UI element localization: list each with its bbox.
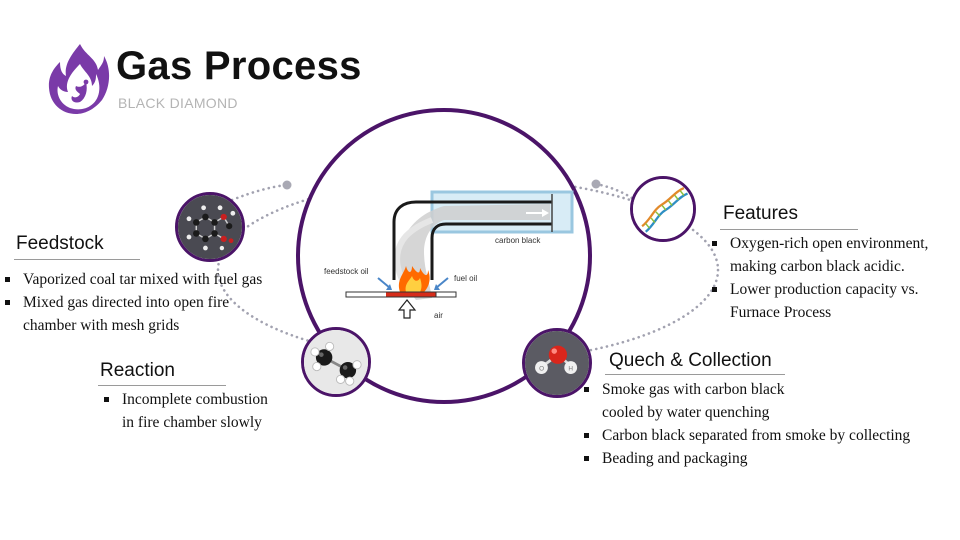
quench-bullet: Smoke gas with carbon black: [582, 378, 910, 401]
dotted-connector-feedstock: [230, 183, 288, 202]
fuel-oil-label: fuel oil: [454, 274, 477, 283]
feedstock-heading-rule: [14, 259, 140, 260]
connector-dot-left: [282, 180, 292, 190]
quench-list: Smoke gas with carbon black cooled by wa…: [582, 378, 910, 470]
features-bullet: Oxygen-rich open environment,: [710, 232, 928, 255]
reaction-heading-rule: [98, 385, 226, 386]
process-diagram-circle: [296, 108, 592, 404]
feedstock-oil-label: feedstock oil: [324, 267, 369, 276]
features-heading-rule: [720, 229, 858, 230]
coal-tar-molecule-icon: [178, 195, 242, 259]
features-bullet-continuation: making carbon black acidic.: [730, 258, 905, 275]
features-list: Oxygen-rich open environment, making car…: [710, 232, 928, 324]
feedstock-bullet-continuation: chamber with mesh grids: [23, 317, 180, 334]
quench-heading: Quech & Collection: [609, 350, 772, 371]
features-heading: Features: [723, 203, 798, 224]
features-bullet: Lower production capacity vs.: [710, 278, 928, 301]
quench-bullet: Carbon black separated from smoke by col…: [582, 424, 910, 447]
reaction-molecule-node: [301, 327, 371, 397]
dna-helix-icon: [633, 179, 693, 239]
feedstock-molecule-node: [175, 192, 245, 262]
dotted-orbit-path: [216, 176, 720, 364]
svg-text:H: H: [568, 365, 573, 372]
burner-diagram: carbon black feedstock oil fuel oil air: [324, 190, 574, 320]
feedstock-heading: Feedstock: [16, 233, 104, 254]
reaction-list: Incomplete combustion in fire chamber sl…: [102, 388, 268, 434]
feedstock-list: Vaporized coal tar mixed with fuel gas M…: [3, 268, 262, 337]
connector-dot-right: [591, 179, 601, 189]
page-subtitle: BLACK DIAMOND: [118, 95, 238, 111]
svg-text:O: O: [539, 365, 544, 372]
flame-logo-icon: [48, 44, 110, 114]
feedstock-bullet: Vaporized coal tar mixed with fuel gas: [3, 268, 262, 291]
features-bullet-continuation: Furnace Process: [730, 304, 832, 321]
water-molecule-icon: O H: [525, 331, 589, 395]
features-dna-node: [630, 176, 696, 242]
quench-bullet: Beading and packaging: [582, 447, 910, 470]
air-label: air: [434, 311, 443, 320]
reaction-heading: Reaction: [100, 360, 175, 381]
page-title: Gas Process: [116, 44, 362, 88]
quench-bullet-continuation: cooled by water quenching: [602, 404, 770, 421]
hydrocarbon-molecule-icon: [304, 330, 368, 394]
quench-heading-rule: [605, 374, 785, 375]
reaction-bullet: Incomplete combustion: [102, 388, 268, 411]
feedstock-bullet: Mixed gas directed into open fire: [3, 291, 262, 314]
quench-molecule-node: O H: [522, 328, 592, 398]
carbon-black-label: carbon black: [495, 236, 541, 245]
reaction-bullet-continuation: in fire chamber slowly: [122, 414, 262, 431]
